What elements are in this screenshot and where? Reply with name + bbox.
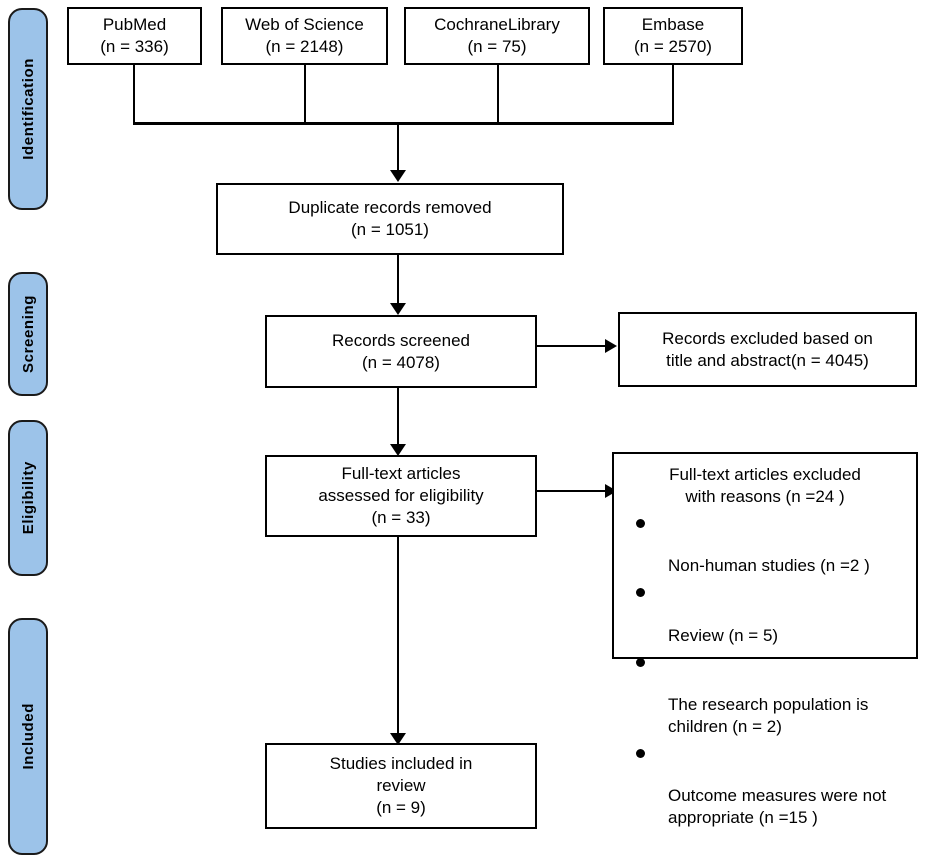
source-box-embase: Embase (n = 2570) [603,7,743,65]
exclusion-reason-item: Outcome measures were not appropriate (n… [624,741,906,829]
box-full-text-assessed: Full-text articles assessed for eligibil… [265,455,537,537]
arrow-screened-to-fulltext [390,444,406,456]
source-box-embase-text: Embase (n = 2570) [634,15,712,56]
exclusion-reasons-heading: Full-text articles excluded with reasons… [669,465,861,507]
connector-duplicates-to-screened [397,255,399,306]
arrow-manifold-to-duplicates [390,170,406,182]
exclusion-reason-item: Review (n = 5) [624,580,906,646]
phase-tab-identification: Identification [8,8,48,210]
exclusion-reason-text: The research population is children (n =… [668,694,869,737]
box-records-screened: Records screened (n = 4078) [265,315,537,388]
phase-tab-eligibility: Eligibility [8,420,48,576]
box-duplicate-records-removed-text: Duplicate records removed (n = 1051) [288,198,492,239]
box-exclusion-reasons: Full-text articles excluded with reasons… [612,452,918,827]
connector-fulltext-to-reasons [537,490,607,492]
source-box-pubmed: PubMed (n = 336) [67,7,202,65]
exclusion-reasons-list: Non-human studies (n =2 ) Review (n = 5)… [624,511,906,829]
source-box-cochrane-library-text: CochraneLibrary (n = 75) [434,15,560,56]
exclusion-reason-text: Outcome measures were not appropriate (n… [668,786,887,828]
connector-screened-to-fulltext [397,388,399,447]
connector-cochrane-drop [497,65,499,124]
phase-label-identification: Identification [19,58,37,160]
box-records-screened-text: Records screened (n = 4078) [332,330,470,372]
connector-manifold-bar [133,122,674,125]
source-box-web-of-science: Web of Science (n = 2148) [221,7,388,65]
bullet-icon [636,748,645,758]
phase-tab-screening: Screening [8,272,48,396]
phase-label-screening: Screening [19,295,37,373]
arrow-fulltext-to-included [390,733,406,745]
bullet-icon [636,657,645,667]
box-records-excluded: Records excluded based on title and abst… [618,312,917,387]
box-full-text-assessed-text: Full-text articles assessed for eligibil… [318,464,484,527]
source-box-cochrane-library: CochraneLibrary (n = 75) [404,7,590,65]
bullet-icon [636,588,645,598]
connector-fulltext-to-included [397,537,399,740]
box-studies-included-text: Studies included in review (n = 9) [329,754,473,817]
phase-tab-included: Included [8,618,48,855]
box-records-excluded-text: Records excluded based on title and abst… [662,328,873,370]
connector-embase-drop [672,65,674,124]
exclusion-reason-text: Non-human studies (n =2 ) [668,556,870,576]
connector-screened-to-excluded [537,345,607,347]
source-box-pubmed-text: PubMed (n = 336) [100,15,169,56]
exclusion-reason-text: Review (n = 5) [668,625,779,645]
source-box-web-of-science-text: Web of Science (n = 2148) [245,15,364,56]
bullet-icon [636,519,645,528]
connector-web-of-science-drop [304,65,306,124]
arrow-screened-to-excluded [605,339,617,353]
connector-manifold-to-duplicates [397,122,399,172]
phase-label-included: Included [19,703,37,770]
connector-pubmed-drop [133,65,135,124]
arrow-duplicates-to-screened [390,303,406,315]
box-studies-included: Studies included in review (n = 9) [265,743,537,829]
box-duplicate-records-removed: Duplicate records removed (n = 1051) [216,183,564,255]
phase-label-eligibility: Eligibility [19,461,37,535]
exclusion-reason-item: Non-human studies (n =2 ) [624,511,906,577]
exclusion-reason-item: The research population is children (n =… [624,650,906,738]
